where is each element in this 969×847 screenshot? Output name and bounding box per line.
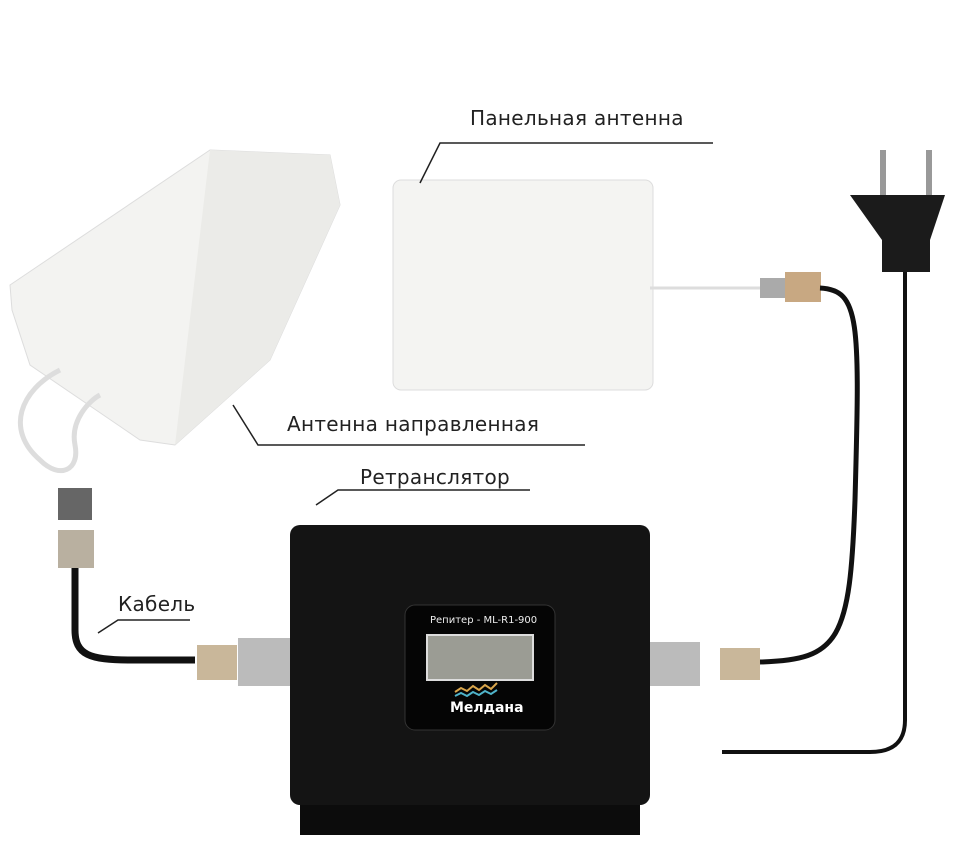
panel-cable	[759, 285, 860, 665]
power-plug	[850, 150, 945, 272]
label-repeater: Ретранслятор	[360, 465, 511, 489]
label-cable: Кабель	[118, 592, 196, 616]
coax-cable	[71, 565, 195, 664]
device-model: Репитер - ML-R1-900	[430, 615, 538, 626]
label-directional-antenna: Антенна направленная	[287, 412, 540, 436]
repeater-unit	[197, 525, 760, 835]
label-panel-antenna: Панельная антенна	[470, 106, 684, 130]
power-cable	[722, 272, 907, 754]
panel-antenna	[392, 179, 821, 391]
directional-antenna	[9, 149, 341, 520]
device-brand: Мелдана	[450, 700, 524, 716]
